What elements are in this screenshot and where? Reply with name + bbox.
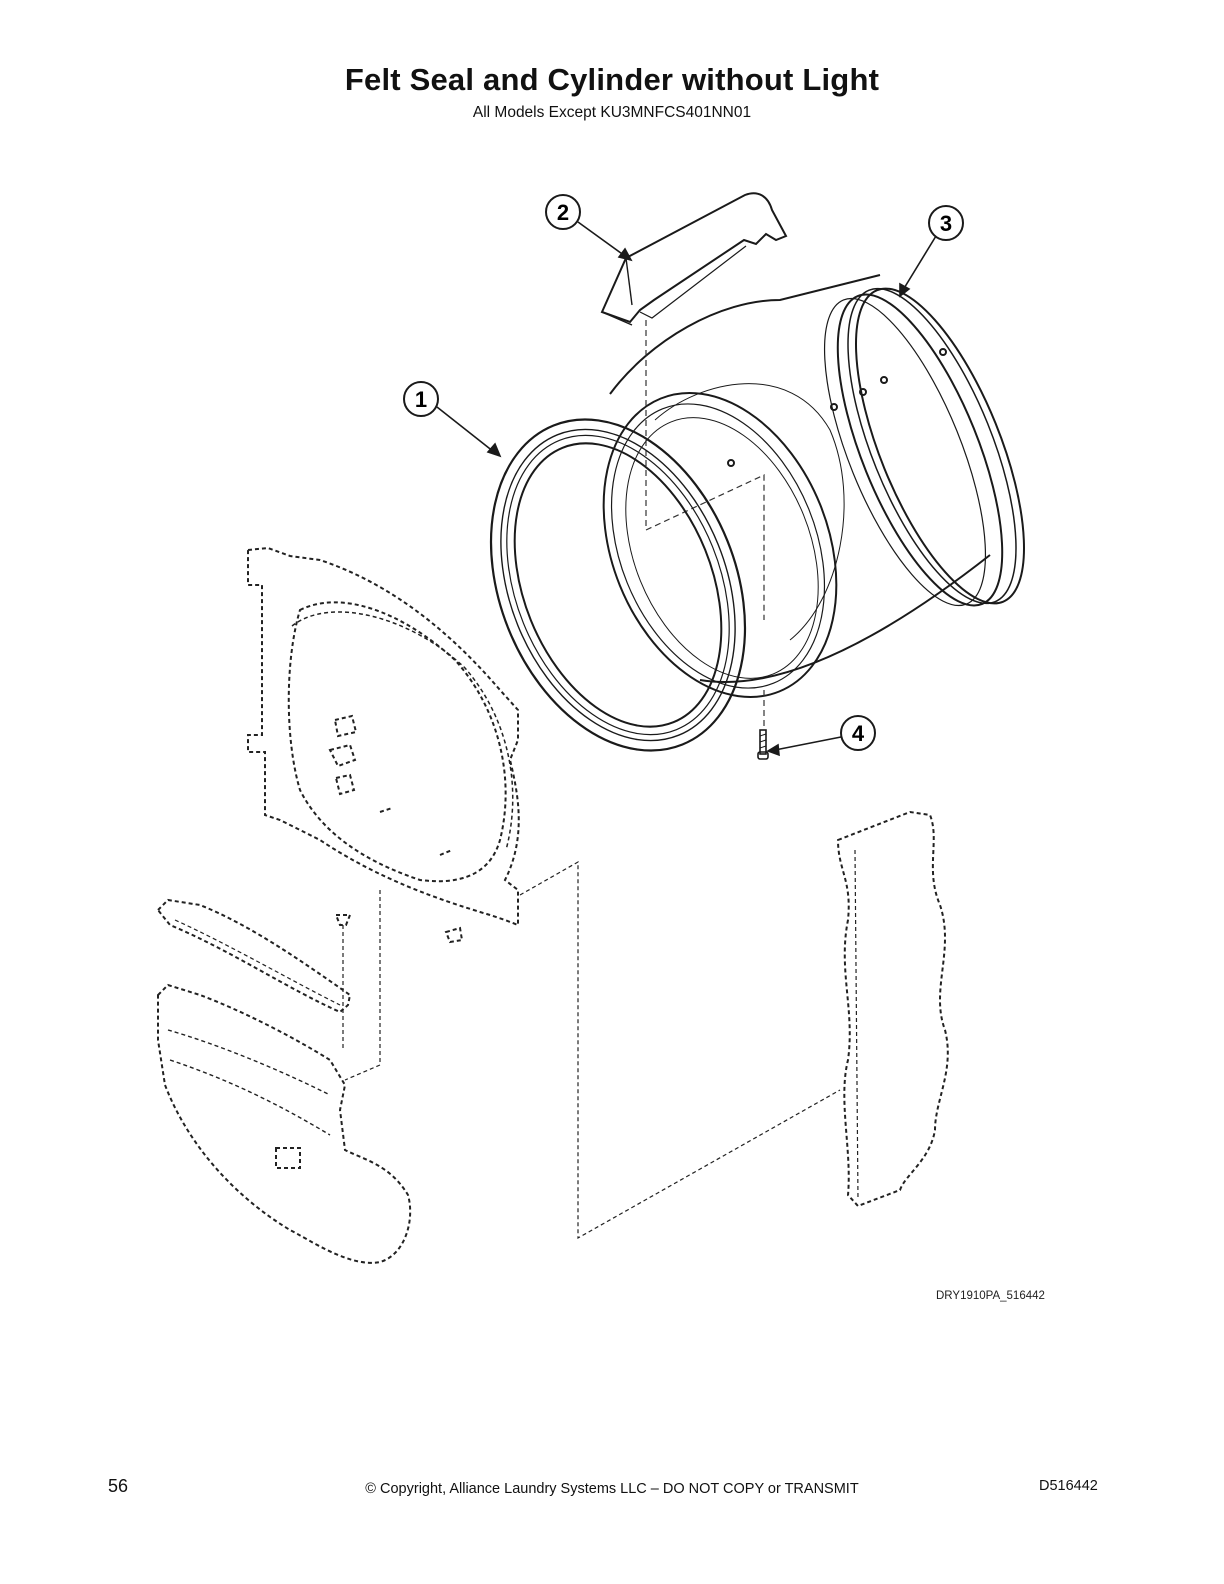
callout-3: 3	[928, 205, 964, 241]
page-number: 56	[108, 1476, 129, 1496]
callout-1: 1	[403, 381, 439, 417]
copyright-notice: © Copyright, Alliance Laundry Systems LL…	[365, 1481, 859, 1497]
callout-2: 2	[545, 194, 581, 230]
drawing-id: DRY1910PA_516442	[936, 1290, 1045, 1302]
leader-lines	[436, 221, 937, 757]
leader-line-4	[774, 736, 842, 751]
cylinder-hidden-lines	[645, 320, 765, 730]
leader-line-2	[577, 221, 626, 257]
felt-seal-drawing	[489, 418, 747, 752]
page-title: Felt Seal and Cylinder without Light	[344, 62, 880, 97]
callout-4: 4	[840, 715, 876, 751]
svg-text:4: 4	[852, 721, 865, 746]
page-subtitle: All Models Except KU3MNFCS401NN01	[472, 104, 752, 121]
screw-drawing	[757, 729, 769, 760]
svg-text:3: 3	[940, 211, 952, 236]
baffle-drawing	[600, 192, 788, 326]
context-parts-dashed	[156, 546, 949, 1264]
leader-line-1	[436, 406, 495, 453]
document-id: D516442	[1039, 1478, 1098, 1494]
cylinder-drawing	[602, 274, 1025, 698]
svg-text:1: 1	[415, 387, 427, 412]
svg-text:2: 2	[557, 200, 569, 225]
leader-line-3	[902, 235, 937, 291]
